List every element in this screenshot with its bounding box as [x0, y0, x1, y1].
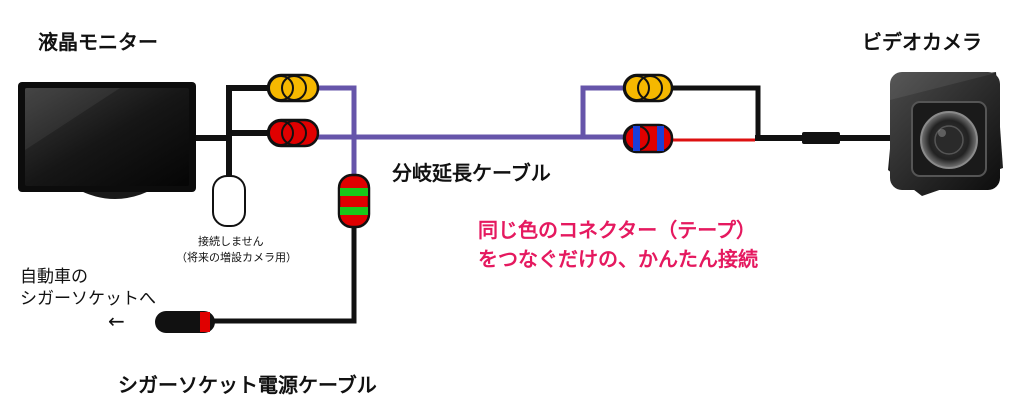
yellow-connector-monitor — [266, 73, 320, 103]
blue-tape-connector — [622, 123, 674, 154]
car-label-line1: 自動車の — [20, 267, 88, 287]
cigar-cable-label: シガーソケット電源ケーブル — [118, 373, 377, 397]
left-arrow-icon: ← — [108, 309, 125, 333]
yellow-connector-camera — [622, 73, 674, 103]
branch-cable-camera-wire — [580, 85, 630, 137]
camera-label: ビデオカメラ — [862, 30, 982, 54]
green-tape-connector — [337, 173, 371, 229]
branch-cable-yellow-wire — [315, 85, 357, 180]
lcd-monitor-icon — [18, 82, 196, 199]
future-camera-note: （将来の増設カメラ用） — [176, 251, 297, 264]
note-line1: 同じ色のコネクター（テープ） — [478, 218, 756, 242]
car-label-line2: シガーソケットへ — [20, 289, 156, 309]
monitor-label: 液晶モニター — [38, 30, 158, 54]
note-line2: をつなぐだけの、かんたん接続 — [478, 247, 758, 271]
camera-yellow-wire — [669, 85, 761, 135]
wires — [188, 85, 890, 324]
branch-cable-label: 分岐延長ケーブル — [392, 161, 551, 185]
camera-cable-plug — [802, 132, 840, 144]
unused-plug-icon — [212, 175, 246, 227]
power-cable-wire — [210, 228, 357, 324]
not-connected-label: 接続しません — [198, 235, 264, 248]
red-connector-monitor — [266, 118, 320, 148]
video-camera-icon — [888, 72, 1003, 196]
cigar-socket-plug-icon — [155, 311, 215, 333]
